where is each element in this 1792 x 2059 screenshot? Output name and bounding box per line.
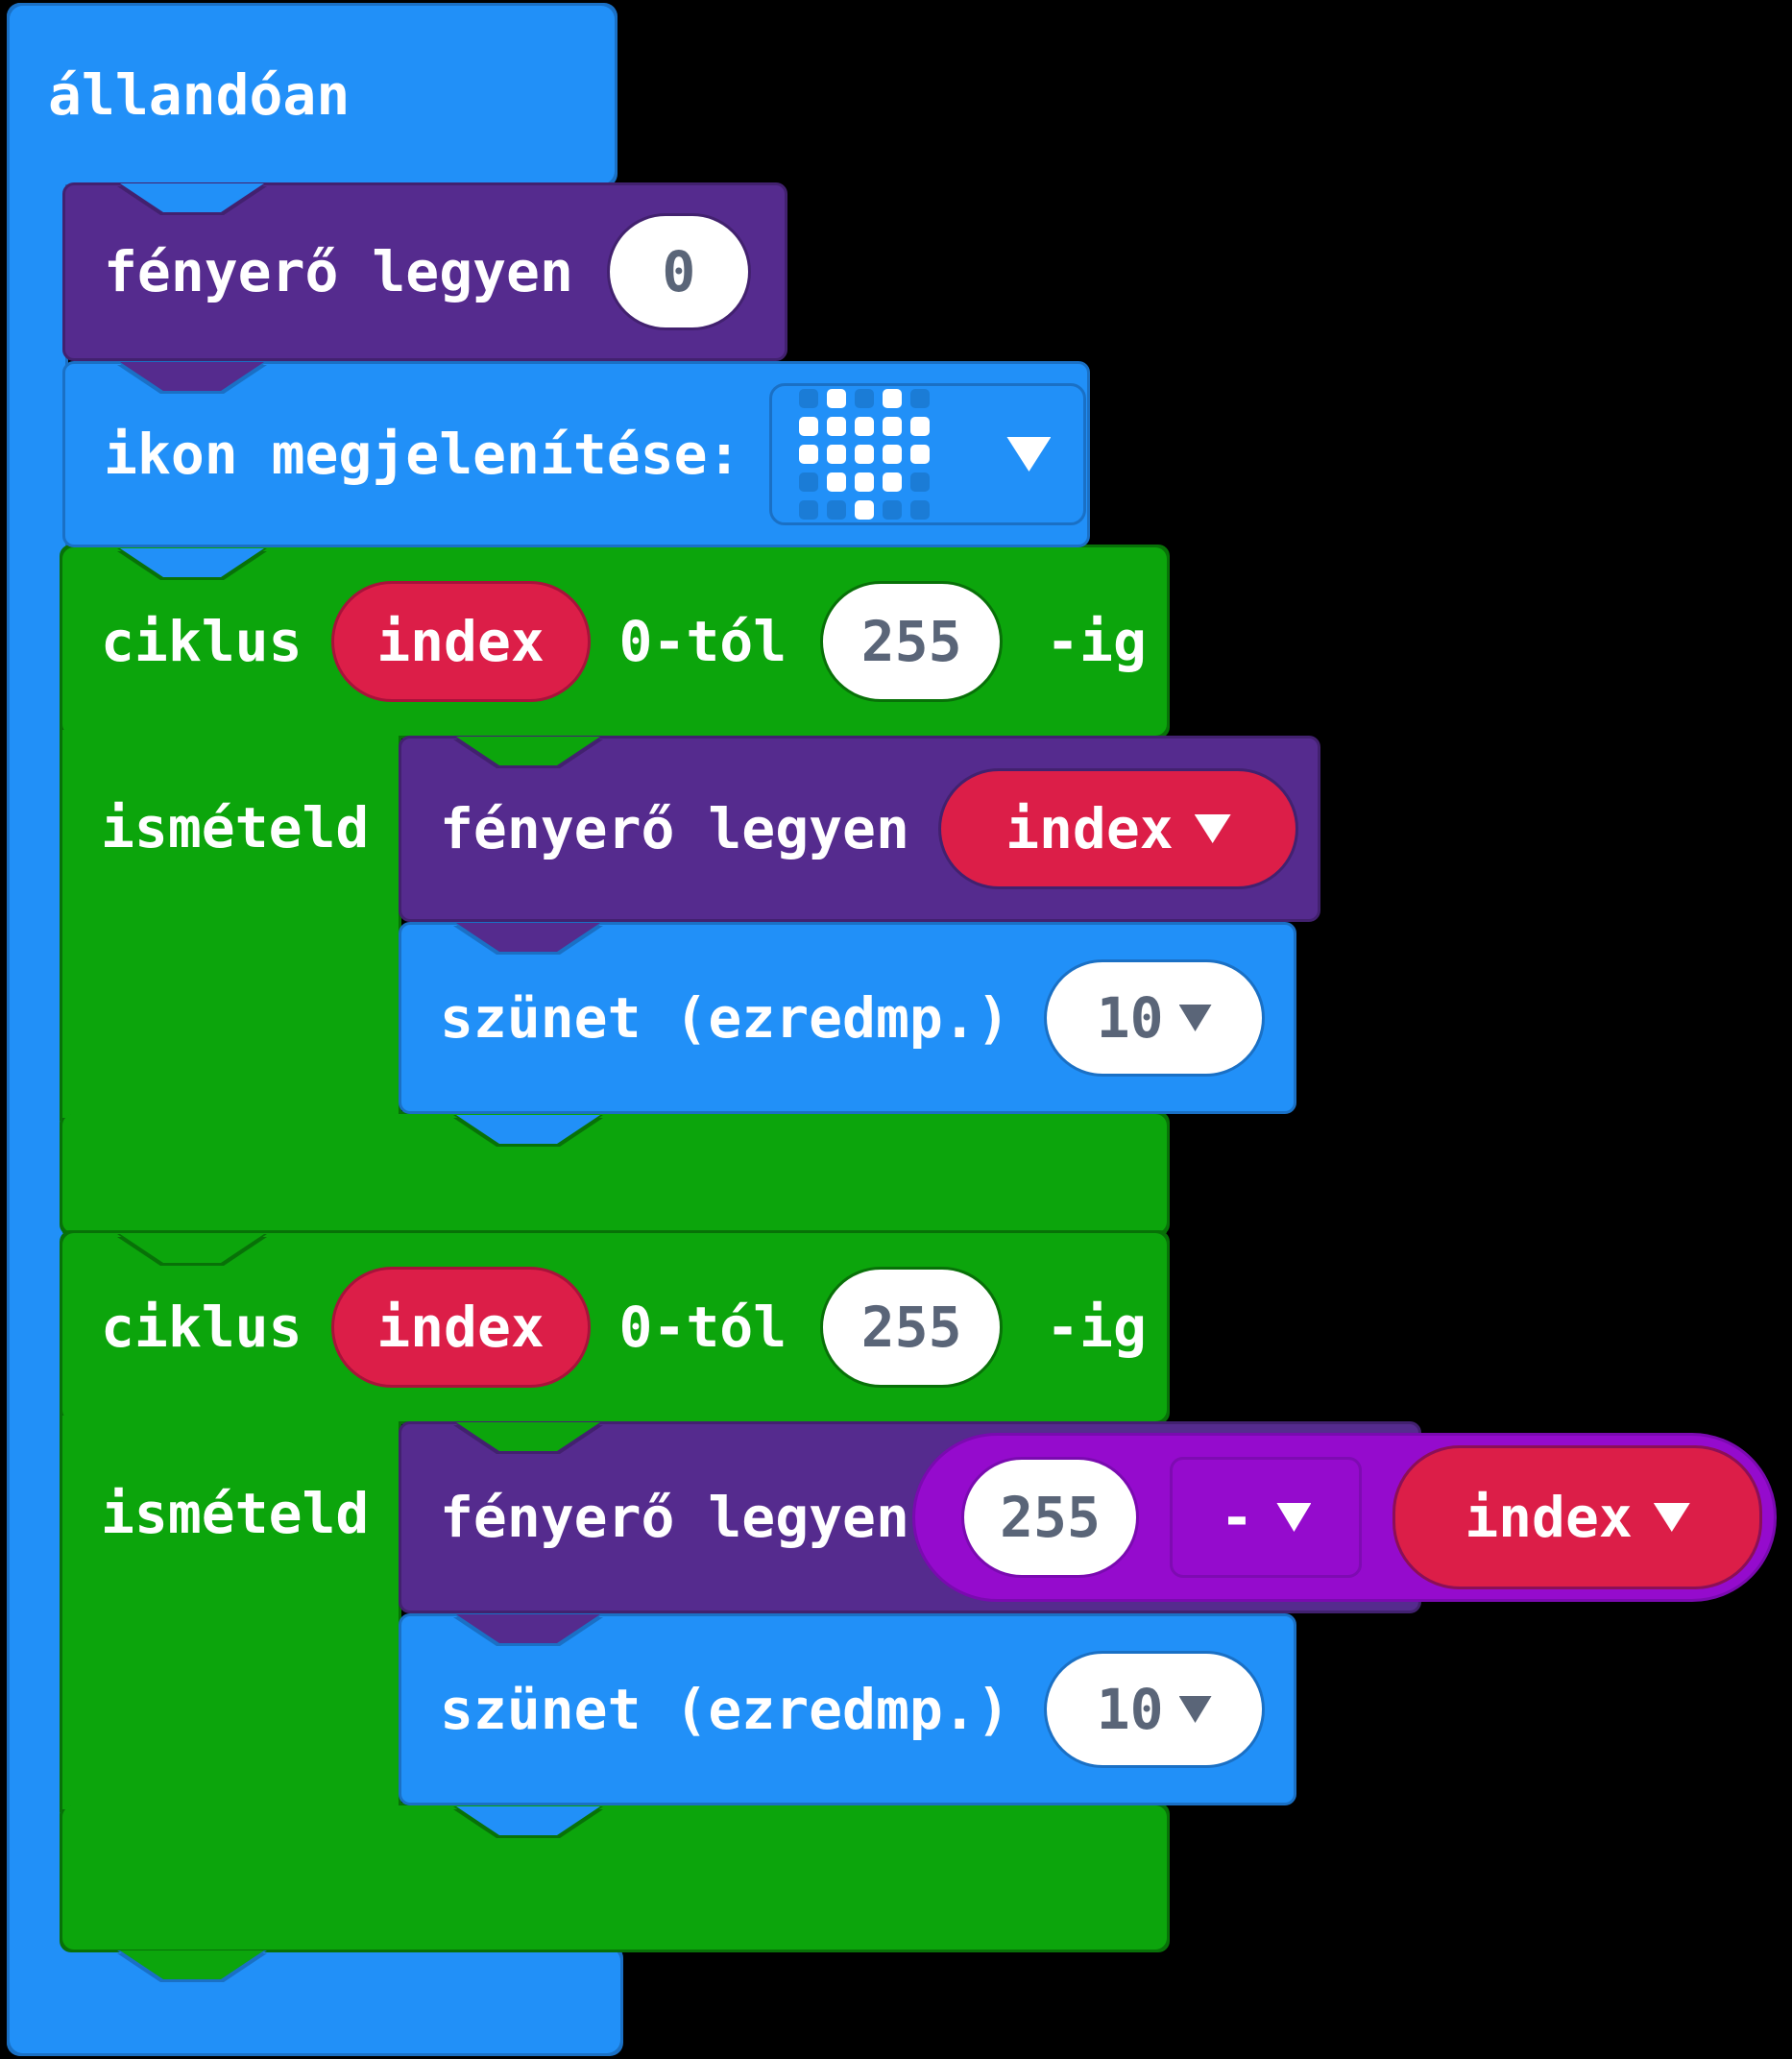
for-loop-block-2[interactable]: ciklus index 0-tól 255 -ig ismételd (62, 1233, 1234, 1950)
brightness-value-field[interactable]: 0 (606, 213, 751, 330)
notch (456, 1806, 600, 1835)
notch (120, 1234, 264, 1263)
loop1-variable-label: index (376, 609, 545, 674)
notch (456, 737, 600, 765)
chevron-down-icon (1178, 1005, 1212, 1031)
minuend-value: 255 (1000, 1485, 1101, 1550)
operator-label: - (1220, 1485, 1254, 1550)
chevron-down-icon (1653, 1503, 1690, 1532)
chevron-down-icon (1276, 1503, 1312, 1532)
loop2-variable-label: index (376, 1295, 545, 1360)
brightness-value: 0 (662, 239, 696, 304)
notch (456, 1422, 600, 1451)
loop1-to-suffix: -ig (1046, 609, 1147, 674)
minuend-field[interactable]: 255 (961, 1457, 1139, 1578)
set-brightness-label: fényerő legyen (104, 239, 573, 304)
set-brightness-block[interactable]: fényerő legyen 0 (62, 182, 787, 361)
loop2-footer (62, 1805, 1167, 1950)
loop2-pause-value-dropdown[interactable]: 10 (1043, 1651, 1265, 1768)
loop2-header: ciklus index 0-tól 255 -ig (62, 1233, 1167, 1421)
loop1-brightness-variable: index (1005, 796, 1174, 861)
chevron-down-icon (1006, 437, 1052, 472)
loop1-from-label: 0-tól (618, 609, 787, 674)
loop2-set-brightness-label: fényerő legyen (440, 1485, 909, 1550)
icon-dropdown[interactable] (769, 383, 1087, 525)
loop1-footer (62, 1114, 1167, 1233)
loop1-variable-pill[interactable]: index (330, 581, 591, 702)
loop2-pause-block[interactable]: szünet (ezredmp.) 10 (399, 1613, 1296, 1805)
show-icon-label: ikon megjelenítése: (104, 422, 741, 487)
operator-dropdown[interactable]: - (1170, 1457, 1362, 1578)
loop2-pause-label: szünet (ezredmp.) (440, 1677, 1010, 1742)
loop2-do-label: ismételd (101, 1481, 370, 1546)
loop1-start-label: ciklus (101, 609, 303, 674)
subtraction-expression-block[interactable]: 255 - index (912, 1433, 1777, 1602)
notch (120, 1950, 264, 1979)
for-loop-block-1[interactable]: ciklus index 0-tól 255 -ig ismételd (62, 547, 1234, 1233)
subtrahend-variable-dropdown[interactable]: index (1392, 1445, 1762, 1589)
forever-label: állandóan (48, 62, 351, 128)
loop1-pause-label: szünet (ezredmp.) (440, 985, 1010, 1051)
forever-bottom-bar (10, 1948, 620, 2053)
notch (456, 1115, 600, 1144)
loop1-pause-value-dropdown[interactable]: 10 (1043, 959, 1265, 1077)
show-icon-block[interactable]: ikon megjelenítése: (62, 361, 1090, 547)
loop1-header: ciklus index 0-tól 255 -ig (62, 547, 1167, 736)
notch (456, 923, 600, 952)
chevron-down-icon (1194, 814, 1231, 843)
block-seam (62, 1230, 1167, 1233)
notch (456, 1614, 600, 1643)
loop2-to-value-field[interactable]: 255 (820, 1267, 1004, 1388)
loop2-variable-pill[interactable]: index (330, 1267, 591, 1388)
loop1-set-brightness-block[interactable]: fényerő legyen index (399, 736, 1320, 922)
loop1-pause-block[interactable]: szünet (ezredmp.) 10 (399, 922, 1296, 1114)
loop2-to-value: 255 (860, 1295, 962, 1360)
notch (120, 362, 264, 391)
loop2-to-suffix: -ig (1046, 1295, 1147, 1360)
loop1-set-brightness-label: fényerő legyen (440, 796, 909, 861)
loop2-left-arm: ismételd (62, 1416, 399, 1809)
loop1-pause-value: 10 (1096, 985, 1164, 1051)
forever-left-spine (10, 6, 65, 2053)
loop1-brightness-variable-dropdown[interactable]: index (937, 768, 1298, 889)
notch (120, 183, 264, 212)
loop1-to-value: 255 (860, 609, 962, 674)
loop2-from-label: 0-tól (618, 1295, 787, 1360)
chevron-down-icon (1178, 1696, 1212, 1723)
forever-hat: állandóan (10, 6, 615, 184)
heart-icon (799, 389, 931, 520)
loop1-to-value-field[interactable]: 255 (820, 581, 1004, 702)
subtrahend-variable: index (1465, 1485, 1633, 1550)
loop1-do-label: ismételd (101, 795, 370, 860)
loop2-pause-value: 10 (1096, 1677, 1164, 1742)
loop2-start-label: ciklus (101, 1295, 303, 1360)
loop1-left-arm: ismételd (62, 730, 399, 1118)
notch (120, 548, 264, 577)
